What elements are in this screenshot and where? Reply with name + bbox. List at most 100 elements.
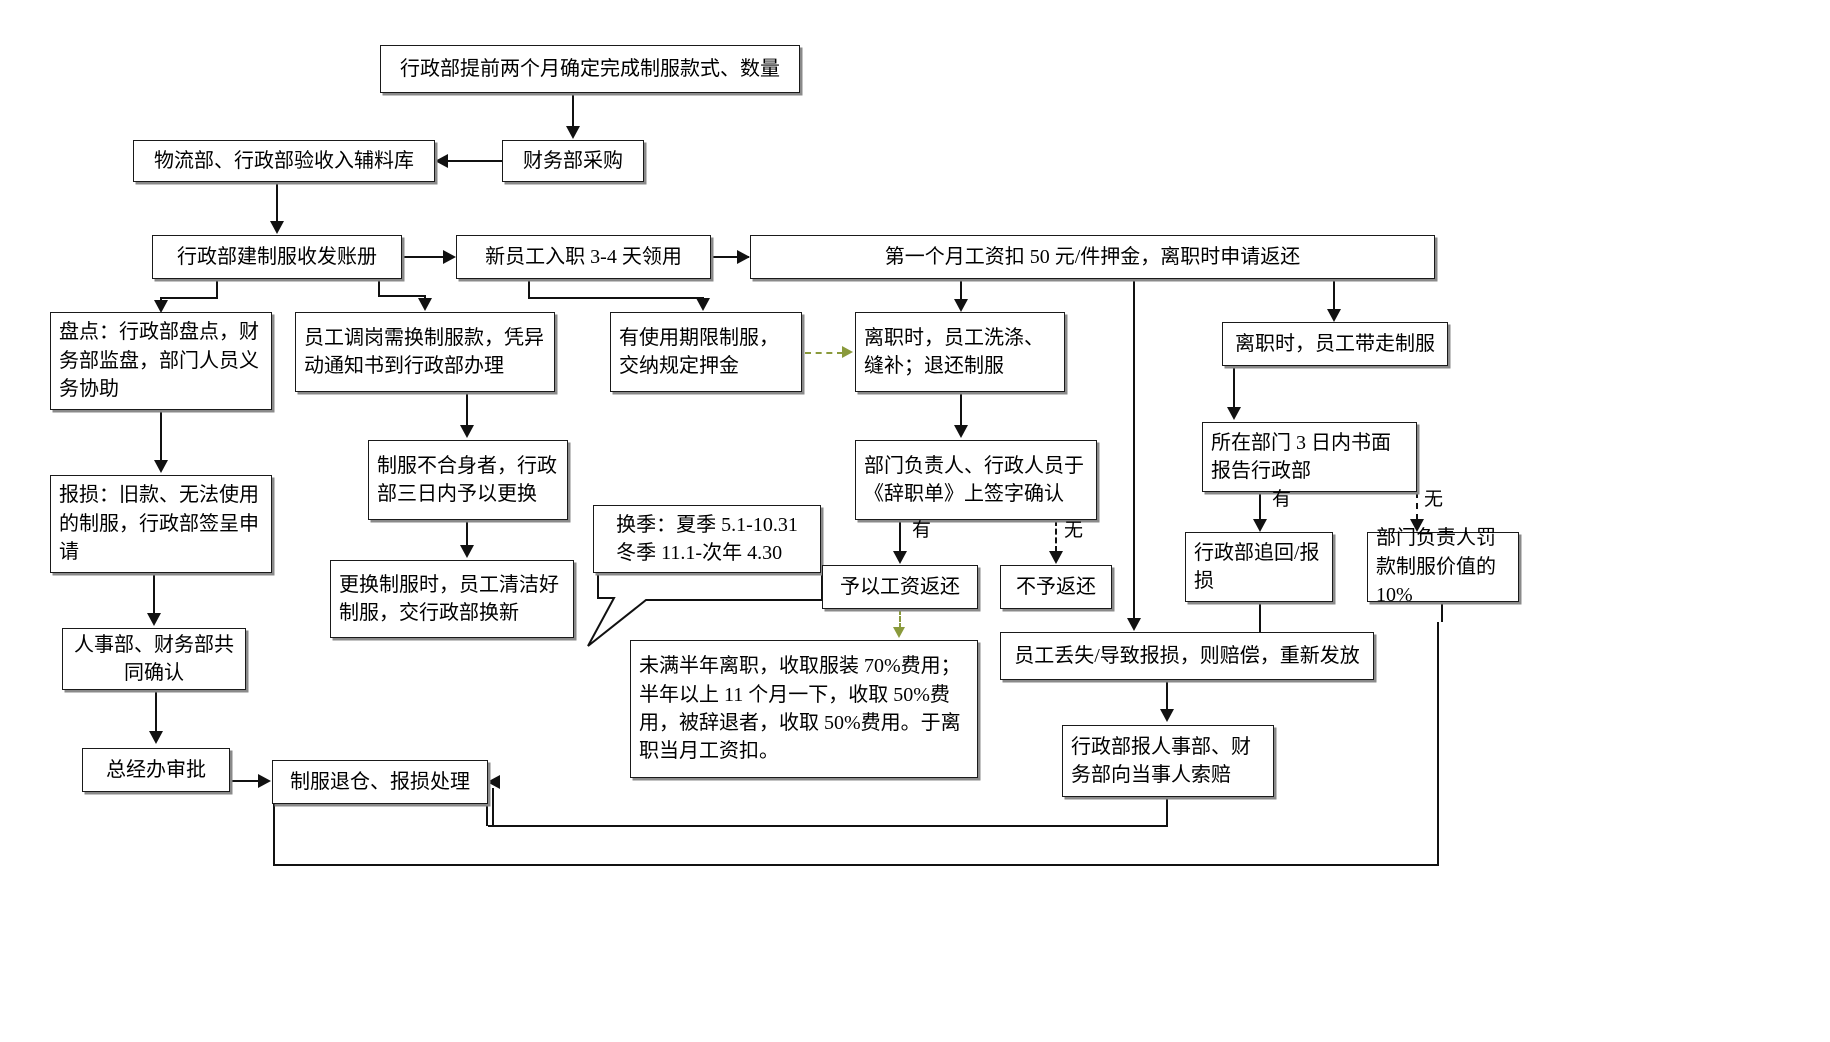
node-season-change[interactable]: 换季：夏季 5.1-10.31 冬季 11.1-次年 4.30 bbox=[593, 505, 821, 573]
edge-n21-down bbox=[1441, 602, 1444, 622]
edge-label-wu-1: 无 bbox=[1064, 520, 1084, 541]
node-resign-fee-rules[interactable]: 未满半年离职，收取服装 70%费用；半年以上 11 个月一下，收取 50%费用，… bbox=[630, 640, 978, 778]
edge-label-you-2: 有 bbox=[1272, 489, 1292, 510]
node-label: 离职时，员工洗涤、缝补；退还制服 bbox=[864, 326, 1044, 377]
node-refund-via-salary[interactable]: 予以工资返还 bbox=[822, 565, 978, 609]
edge-n5-n9 bbox=[528, 279, 531, 299]
arrowhead-n24-n27 bbox=[1160, 709, 1174, 722]
node-stocktaking[interactable]: 盘点：行政部盘点，财务部监盘，部门人员义务协助 bbox=[50, 312, 272, 410]
node-label: 部门负责人、行政人员于《辞职单》上签字确认 bbox=[864, 454, 1084, 505]
node-resign-wash-return[interactable]: 离职时，员工洗涤、缝补；退还制服 bbox=[855, 312, 1065, 392]
edge-n22-n25 bbox=[155, 690, 158, 732]
edge-n10-n14 bbox=[960, 392, 963, 426]
node-ill-fitting-replace[interactable]: 制服不合身者，行政部三日内予以更换 bbox=[368, 440, 568, 520]
edge-n25-n26 bbox=[230, 780, 260, 783]
node-label: 予以工资返还 bbox=[840, 575, 960, 598]
arrowhead-n7-n12 bbox=[154, 460, 168, 473]
edge-bus-up-n26 bbox=[492, 788, 495, 826]
node-label: 财务部采购 bbox=[523, 149, 623, 172]
edge-n14-n19-dashed bbox=[1055, 520, 1057, 552]
edge-n7-n12 bbox=[160, 410, 163, 461]
node-no-refund[interactable]: 不予返还 bbox=[1000, 565, 1112, 609]
node-finance-purchase[interactable]: 财务部采购 bbox=[502, 140, 644, 182]
node-gm-office-approval[interactable]: 总经办审批 bbox=[82, 748, 230, 792]
node-dept-head-fine[interactable]: 部门负责人罚款制服价值的 10% bbox=[1367, 527, 1519, 606]
edge-n20-n24 bbox=[1259, 602, 1262, 632]
node-first-month-deposit[interactable]: 第一个月工资扣 50 元/件押金，离职时申请返还 bbox=[750, 235, 1435, 279]
arrowhead-n15-n20 bbox=[1253, 519, 1267, 532]
node-resignation-form-sign[interactable]: 部门负责人、行政人员于《辞职单》上签字确认 bbox=[855, 440, 1097, 520]
edge-bottom-rail-right bbox=[1437, 622, 1440, 866]
node-label: 第一个月工资扣 50 元/件押金，离职时申请返还 bbox=[884, 245, 1301, 268]
node-limited-term-uniform[interactable]: 有使用期限制服，交纳规定押金 bbox=[610, 312, 802, 392]
node-label: 所在部门 3 日内书面报告行政部 bbox=[1211, 431, 1391, 482]
node-label: 物流部、行政部验收入辅料库 bbox=[154, 149, 414, 172]
edge-n8-n13 bbox=[466, 392, 469, 426]
arrowhead-n6-n11 bbox=[1327, 309, 1341, 322]
edge-n4-n7-h bbox=[160, 297, 218, 300]
arrowhead-n22-n25 bbox=[149, 731, 163, 744]
edge-n4-n7 bbox=[216, 279, 219, 299]
node-transfer-change-uniform[interactable]: 员工调岗需换制服款，凭异动通知书到行政部办理 bbox=[295, 312, 555, 392]
arrowhead-n14-n19 bbox=[1049, 551, 1063, 564]
node-label: 未满半年离职，收取服装 70%费用；半年以上 11 个月一下，收取 50%费用，… bbox=[639, 655, 961, 763]
edge-n26-right-up bbox=[486, 804, 489, 826]
node-admin-ledger[interactable]: 行政部建制服收发账册 bbox=[152, 235, 402, 279]
node-uniform-return-scrap[interactable]: 制服退仓、报损处理 bbox=[272, 760, 488, 804]
edge-n26-bottom-left bbox=[273, 804, 276, 866]
node-label: 员工丢失/导致报损，则赔偿，重新发放 bbox=[1014, 644, 1360, 667]
node-label: 行政部追回/报损 bbox=[1194, 541, 1320, 592]
node-claim-against-person[interactable]: 行政部报人事部、财务部向当事人索赔 bbox=[1062, 725, 1274, 797]
node-label: 行政部报人事部、财务部向当事人索赔 bbox=[1071, 735, 1251, 786]
edge-n4-n8 bbox=[378, 279, 381, 297]
node-label: 总经办审批 bbox=[106, 758, 206, 781]
node-resign-take-uniform[interactable]: 离职时，员工带走制服 bbox=[1222, 322, 1448, 366]
arrowhead-n4-n7 bbox=[154, 300, 168, 313]
node-admin-recover-or-scrap[interactable]: 行政部追回/报损 bbox=[1185, 532, 1333, 602]
edge-n24-n27 bbox=[1166, 680, 1169, 710]
edge-n3-n4 bbox=[276, 182, 279, 222]
node-loss-compensation[interactable]: 员工丢失/导致报损，则赔偿，重新发放 bbox=[1000, 632, 1374, 680]
edge-label-you-1: 有 bbox=[912, 520, 932, 541]
edge-n18-n23-green bbox=[899, 609, 901, 629]
arrowhead-n8-n13 bbox=[460, 425, 474, 438]
edge-n5-n9-h bbox=[528, 297, 704, 300]
edge-n15-n21-dashed bbox=[1416, 492, 1418, 520]
edge-bottom-rail bbox=[273, 864, 1439, 867]
node-new-employee-issue[interactable]: 新员工入职 3-4 天领用 bbox=[456, 235, 711, 279]
arrowhead-bus-n26 bbox=[487, 775, 500, 789]
node-clean-and-exchange[interactable]: 更换制服时，员工清洁好制服，交行政部换新 bbox=[330, 560, 574, 638]
edge-n9-n10-green bbox=[805, 352, 843, 354]
edge-n4-n5 bbox=[402, 256, 444, 259]
node-dept-written-report[interactable]: 所在部门 3 日内书面报告行政部 bbox=[1202, 422, 1417, 492]
node-logistics-receive[interactable]: 物流部、行政部验收入辅料库 bbox=[133, 140, 435, 182]
node-label: 人事部、财务部共同确认 bbox=[74, 633, 234, 684]
node-uniform-style-decision[interactable]: 行政部提前两个月确定完成制服款式、数量 bbox=[380, 45, 800, 93]
arrowhead-n6-n24 bbox=[1127, 618, 1141, 631]
node-label: 离职时，员工带走制服 bbox=[1235, 332, 1435, 355]
node-hr-finance-confirm[interactable]: 人事部、财务部共同确认 bbox=[62, 628, 246, 690]
node-label: 不予返还 bbox=[1016, 575, 1096, 598]
edge-bus-h bbox=[488, 825, 1168, 828]
arrowhead-n5-n9 bbox=[696, 298, 710, 311]
arrowhead-n3-n4 bbox=[270, 221, 284, 234]
edge-n15-n20 bbox=[1259, 492, 1262, 520]
node-label: 行政部建制服收发账册 bbox=[177, 245, 377, 268]
node-label: 新员工入职 3-4 天领用 bbox=[485, 245, 682, 268]
node-label: 行政部提前两个月确定完成制服款式、数量 bbox=[400, 57, 780, 80]
edge-n2-n3 bbox=[448, 160, 504, 163]
node-label: 部门负责人罚款制服价值的 10% bbox=[1376, 527, 1496, 607]
arrowhead-n11-n15 bbox=[1227, 407, 1241, 420]
edge-n27-bus-v bbox=[1166, 797, 1169, 827]
node-label: 员工调岗需换制服款，凭异动通知书到行政部办理 bbox=[304, 326, 544, 377]
arrowhead-n1-n2 bbox=[566, 126, 580, 139]
node-scrap-report[interactable]: 报损：旧款、无法使用的制服，行政部签呈申请 bbox=[50, 475, 272, 573]
arrowhead-n15-n21 bbox=[1410, 519, 1424, 532]
arrowhead-n12-n22 bbox=[147, 613, 161, 626]
node-label: 更换制服时，员工清洁好制服，交行政部换新 bbox=[339, 573, 559, 624]
edge-n6-n24 bbox=[1133, 279, 1136, 619]
arrowhead-n25-n26 bbox=[258, 774, 271, 788]
edge-n11-n15 bbox=[1233, 366, 1236, 408]
edge-label-wu-2: 无 bbox=[1424, 489, 1444, 510]
